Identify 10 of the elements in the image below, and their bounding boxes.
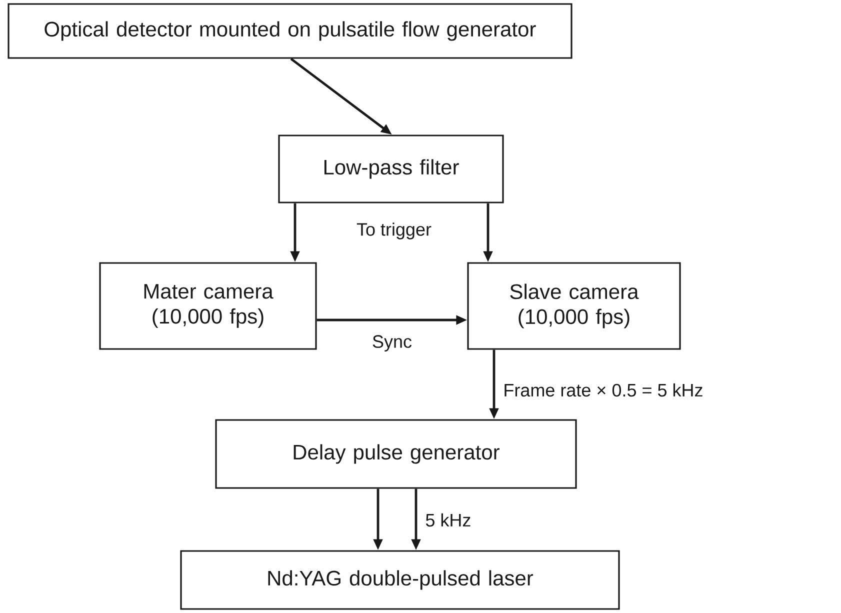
- process-box: Delay pulse generator: [215, 419, 577, 489]
- process-box: Mater camera (10,000 fps): [99, 262, 317, 350]
- process-box: Slave camera (10,000 fps): [467, 262, 681, 350]
- edge-label: 5 kHz: [426, 513, 470, 527]
- edge-label: Frame rate × 0.5 = 5 kHz: [504, 383, 702, 397]
- edge-label: Sync: [372, 335, 412, 352]
- process-box: Low-pass filter: [278, 134, 504, 204]
- note-label: To trigger: [356, 222, 432, 240]
- process-box: Nd:YAG double-pulsed laser: [180, 550, 620, 610]
- process-box: Optical detector mounted on pulsatile flow generator: [8, 3, 572, 59]
